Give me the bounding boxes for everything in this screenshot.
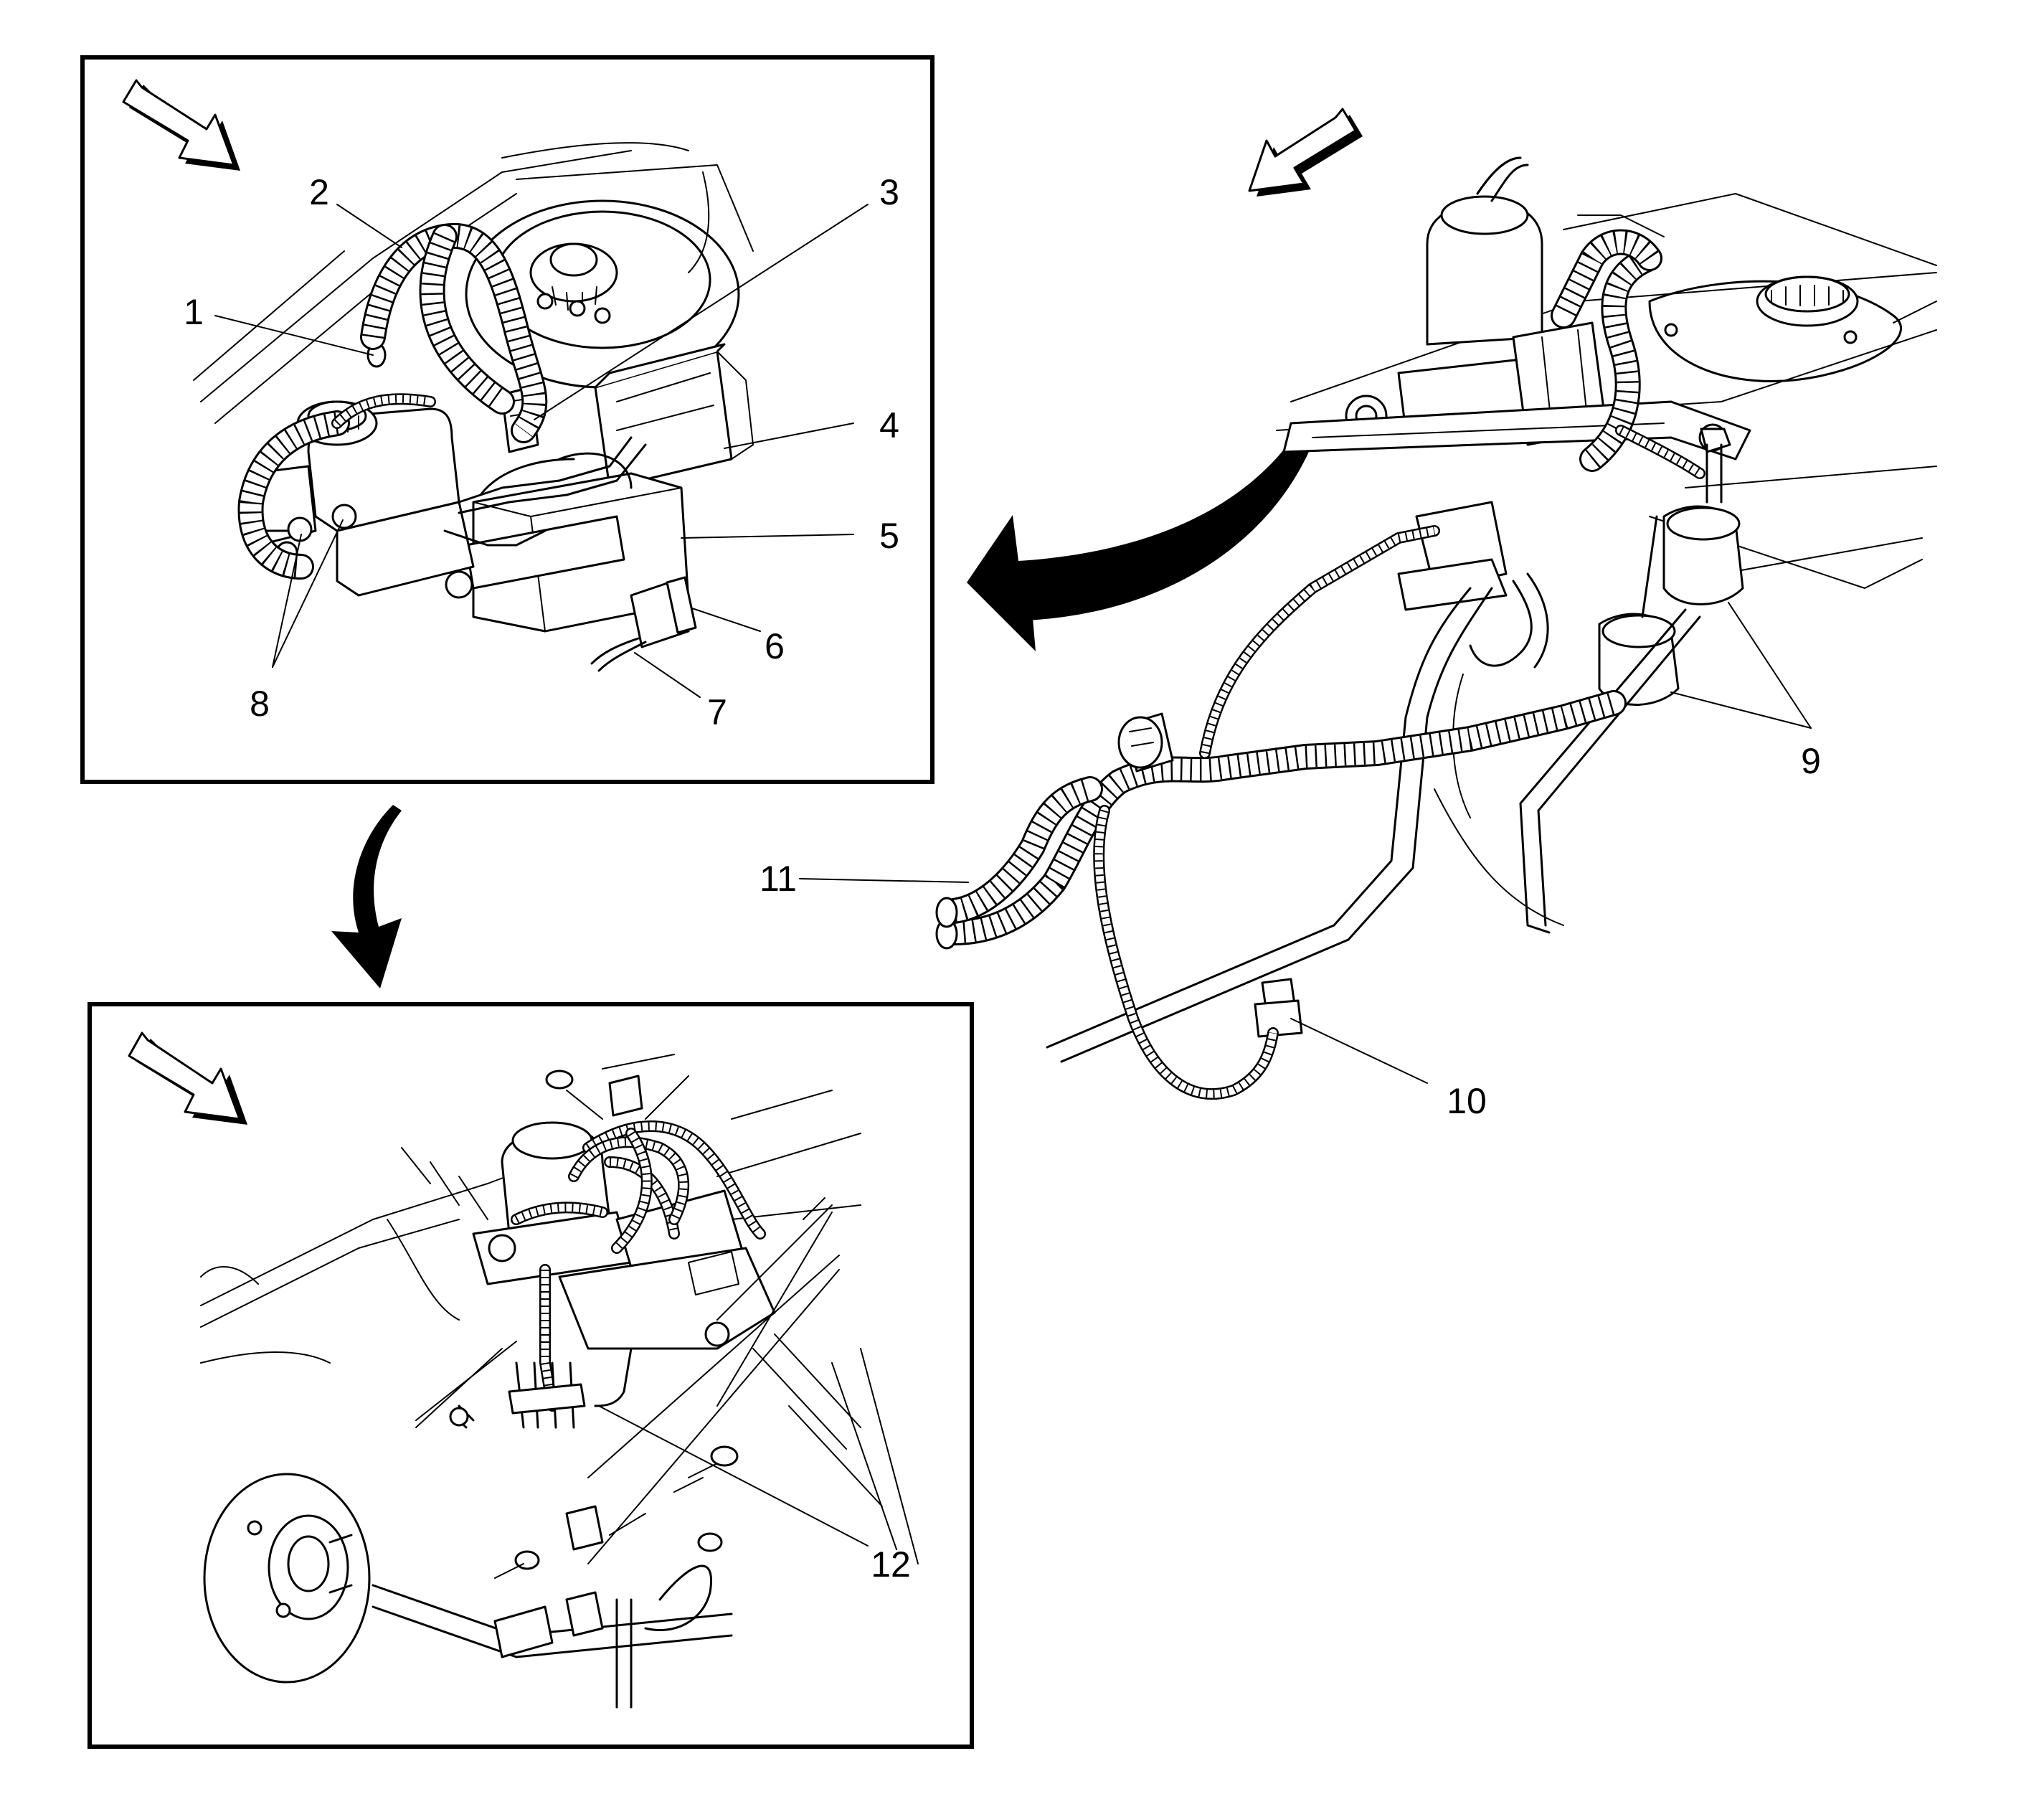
main-view-illustration <box>935 156 1937 1100</box>
callout-10: 10 <box>1447 1081 1487 1121</box>
view-direction-arrow-icon <box>122 79 240 171</box>
callout-1: 1 <box>184 292 204 332</box>
callout-9: 9 <box>1801 741 1821 781</box>
callout-2: 2 <box>309 172 329 212</box>
bottom-left-inset-frame <box>87 1002 974 1749</box>
curved-flow-arrow-icon <box>331 805 402 988</box>
callout-12: 12 <box>871 1544 911 1585</box>
callout-7: 7 <box>707 692 727 732</box>
callout-5: 5 <box>879 516 899 556</box>
top-left-inset-illustration <box>193 142 754 672</box>
view-direction-arrow-icon <box>128 1031 247 1125</box>
bottom-left-inset-illustration <box>200 1054 919 1709</box>
callout-11: 11 <box>760 859 797 899</box>
callout-4: 4 <box>879 405 899 445</box>
top-left-inset-frame <box>80 55 935 784</box>
callout-3: 3 <box>879 172 899 212</box>
view-direction-arrow-icon <box>1248 108 1363 197</box>
curved-flow-arrow-icon <box>967 430 1315 651</box>
callout-8: 8 <box>250 684 270 724</box>
leader-lines <box>214 204 1812 1547</box>
callout-6: 6 <box>765 626 785 666</box>
